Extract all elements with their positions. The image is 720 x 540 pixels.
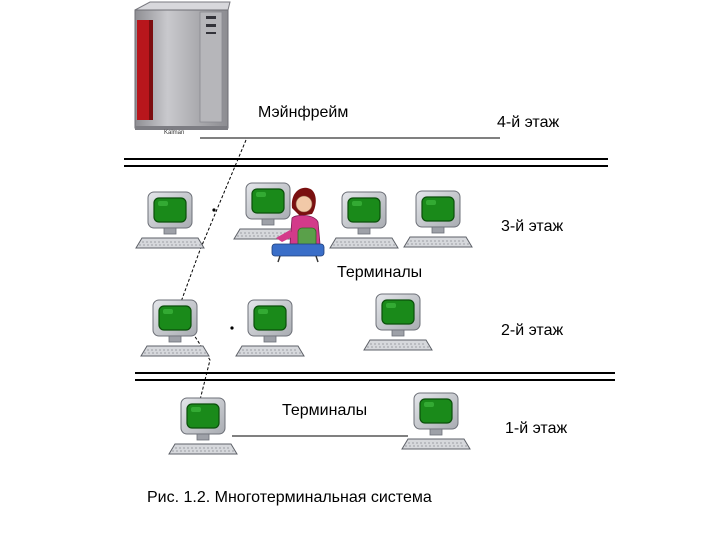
terminal-floor3-1-icon — [136, 192, 204, 248]
floor-separator-4-3 — [124, 159, 608, 166]
floor1-label: 1-й этаж — [505, 420, 567, 438]
figure-caption: Рис. 1.2. Многотерминальная система — [147, 489, 432, 507]
terminals-lower-label: Терминалы — [282, 402, 367, 420]
floor2-label: 2-й этаж — [501, 322, 563, 340]
terminal-floor3-4-icon — [404, 191, 472, 247]
terminal-floor2-3-icon — [364, 294, 432, 350]
terminal-floor1-2-icon — [402, 393, 470, 449]
server-brand-label: Kalman — [164, 130, 184, 136]
network-cable — [178, 140, 246, 440]
terminal-floor1-1-icon — [169, 398, 237, 454]
terminals-upper-label: Терминалы — [337, 264, 422, 282]
floor4-label: 4-й этаж — [497, 114, 559, 132]
terminal-floor2-1-icon — [141, 300, 209, 356]
cable-node-dot — [230, 326, 233, 329]
mainframe-server-icon: Kalman — [135, 2, 230, 136]
cable-node-dot — [212, 208, 215, 211]
floor3-label: 3-й этаж — [501, 218, 563, 236]
terminal-floor3-3-icon — [330, 192, 398, 248]
terminal-floor2-2-icon — [236, 300, 304, 356]
mainframe-label: Мэйнфрейм — [258, 104, 348, 122]
